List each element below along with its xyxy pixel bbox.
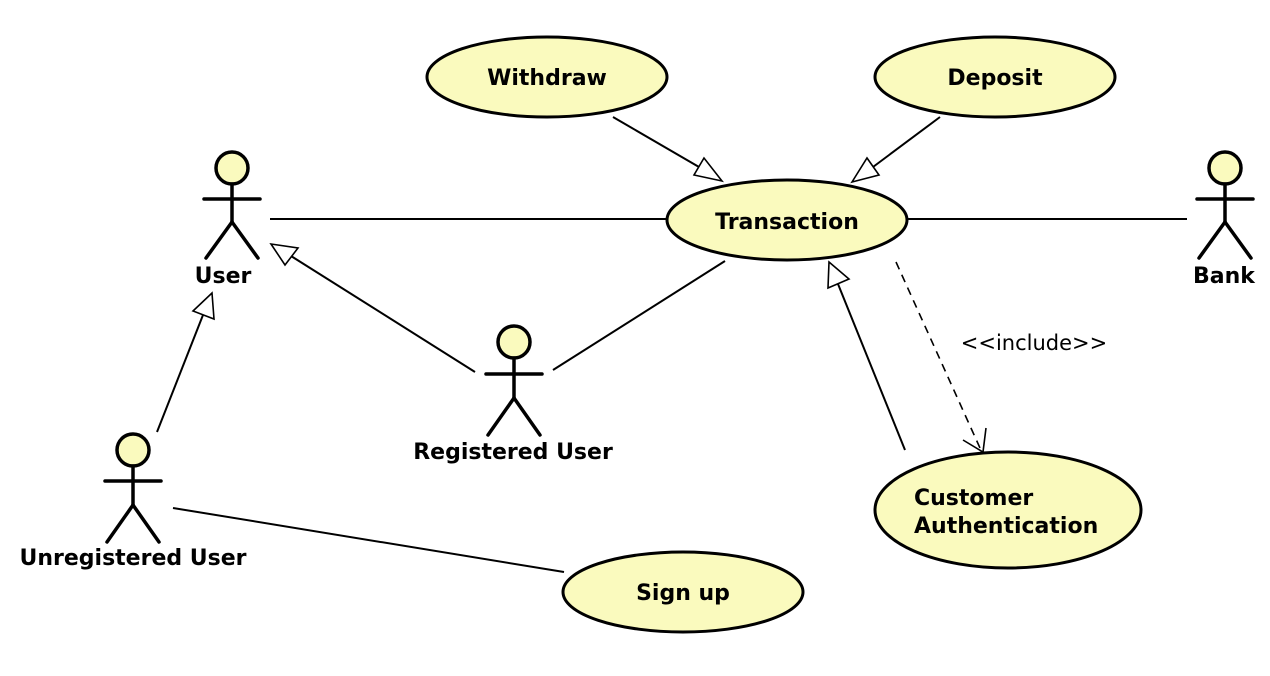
stick-figure-icon <box>103 432 163 544</box>
use-case-withdraw-label: Withdraw <box>487 66 607 91</box>
include-label: <<include>> <box>961 331 1107 355</box>
use-case-deposit-label: Deposit <box>947 66 1043 91</box>
actor-registered-user[interactable]: Registered User <box>413 324 613 465</box>
actor-user[interactable]: User <box>195 150 262 289</box>
use-case-customer-authentication[interactable]: Customer Authentication <box>873 450 1143 570</box>
actor-unregistered-user-label: Unregistered User <box>19 546 246 571</box>
use-case-withdraw[interactable]: Withdraw <box>425 35 669 119</box>
association-unregistered-user-sign-up <box>172 507 565 573</box>
actor-registered-user-label: Registered User <box>413 440 613 465</box>
generalization-deposit-transaction <box>850 116 941 184</box>
generalization-withdraw-transaction <box>612 116 724 183</box>
actor-bank-label: Bank <box>1193 264 1256 289</box>
actor-user-label: User <box>195 264 252 289</box>
generalization-customer-authentication-transaction <box>827 260 906 451</box>
actor-unregistered-user[interactable]: Unregistered User <box>19 432 247 571</box>
use-case-customer-authentication-label-line2: Authentication <box>914 514 1098 539</box>
stick-figure-icon <box>202 150 262 260</box>
association-registered-user-transaction <box>552 260 726 371</box>
stick-figure-icon <box>1195 150 1255 260</box>
actor-bank[interactable]: Bank <box>1193 150 1256 289</box>
use-case-sign-up-label: Sign up <box>636 581 730 606</box>
include-dependency-transaction-customer-authentication <box>895 261 987 454</box>
use-case-deposit[interactable]: Deposit <box>873 35 1117 119</box>
generalization-unregistered-user-user <box>156 291 215 433</box>
use-case-transaction[interactable]: Transaction <box>665 178 909 262</box>
generalization-registered-user-user <box>269 242 476 373</box>
use-case-customer-authentication-label-line1: Customer <box>914 486 1033 511</box>
stick-figure-icon <box>484 324 544 437</box>
use-case-sign-up[interactable]: Sign up <box>561 550 805 634</box>
use-case-transaction-label: Transaction <box>715 210 859 235</box>
